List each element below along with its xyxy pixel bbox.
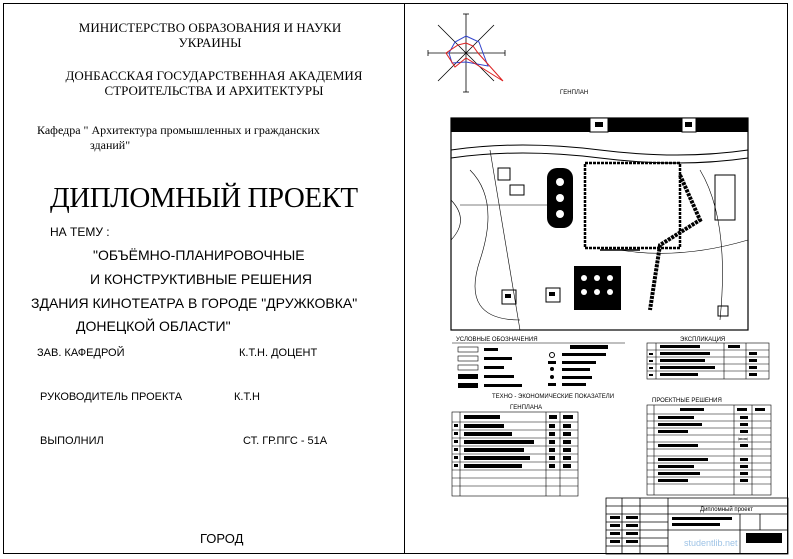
- legend-block: УСЛОВНЫЕ ОБОЗНАЧЕНИЯ: [452, 337, 625, 388]
- author-value: СТ. ГР.ПГС - 51А: [243, 435, 328, 447]
- tep-table: ТЕХНО - ЭКОНОМИЧЕСКИЕ ПОКАЗАТЕЛИ ГЕНПЛАН…: [451, 394, 614, 497]
- watermark: studentlib.net: [684, 538, 738, 548]
- topic-line1: "ОБЪЁМНО-ПЛАНИРОВОЧНЫЕ: [93, 247, 305, 263]
- title-stamp: Дипломный проект: [605, 497, 789, 555]
- topic-line4: ДОНЕЦКОЙ ОБЛАСТИ": [76, 318, 231, 334]
- topic-line3: ЗДАНИЯ КИНОТЕАТРА В ГОРОДЕ "ДРУЖКОВКА": [31, 295, 358, 311]
- department-line1: Кафедра " Архитектура промышленных и гра…: [37, 123, 320, 137]
- design-solutions-table: ПРОЕКТНЫЕ РЕШЕНИЯ: [646, 398, 772, 496]
- ministry-line2: УКРАИНЫ: [178, 35, 242, 50]
- tep-title-line1: ТЕХНО - ЭКОНОМИЧЕСКИЕ ПОКАЗАТЕЛИ: [492, 394, 614, 400]
- project-title: ДИПЛОМНЫЙ ПРОЕКТ: [50, 182, 358, 214]
- topic-line2: И КОНСТРУКТИВНЫЕ РЕШЕНИЯ: [90, 271, 313, 287]
- site-plan: [450, 117, 749, 331]
- ministry-line1: МИНИСТЕРСТВО ОБРАЗОВАНИЯ И НАУКИ: [78, 20, 342, 35]
- wind-rose-icon: [427, 13, 506, 93]
- legend-title: УСЛОВНЫЕ ОБОЗНАЧЕНИЯ: [456, 337, 538, 343]
- explication-title: ЭКСПЛИКАЦИЯ: [680, 337, 725, 343]
- academy-line2: СТРОИТЕЛЬСТВА И АРХИТЕКТУРЫ: [104, 83, 324, 98]
- author-label: ВЫПОЛНИЛ: [40, 435, 104, 447]
- supervisor-label: РУКОВОДИТЕЛЬ ПРОЕКТА: [40, 391, 183, 403]
- head-of-dept-label: ЗАВ. КАФЕДРОЙ: [37, 347, 125, 359]
- topic-label: НА ТЕМУ :: [50, 225, 110, 239]
- academy-line1: ДОНБАССКАЯ ГОСУДАРСТВЕННАЯ АКАДЕМИЯ: [65, 68, 363, 83]
- stamp-title: Дипломный проект: [700, 506, 753, 513]
- city-label: ГОРОД: [200, 531, 244, 546]
- supervisor-value: К.Т.Н: [234, 391, 260, 403]
- genplan-title: ГЕНПЛАН: [560, 90, 588, 96]
- sheet-frame: [3, 3, 788, 554]
- department-line2: зданий": [90, 138, 131, 152]
- explication-table: ЭКСПЛИКАЦИЯ: [646, 337, 770, 380]
- head-of-dept-value: К.Т.Н. ДОЦЕНТ: [239, 347, 318, 359]
- sheet-divider: [404, 3, 405, 554]
- design-title: ПРОЕКТНЫЕ РЕШЕНИЯ: [652, 398, 722, 404]
- tep-title-line2: ГЕНПЛАНА: [510, 405, 542, 411]
